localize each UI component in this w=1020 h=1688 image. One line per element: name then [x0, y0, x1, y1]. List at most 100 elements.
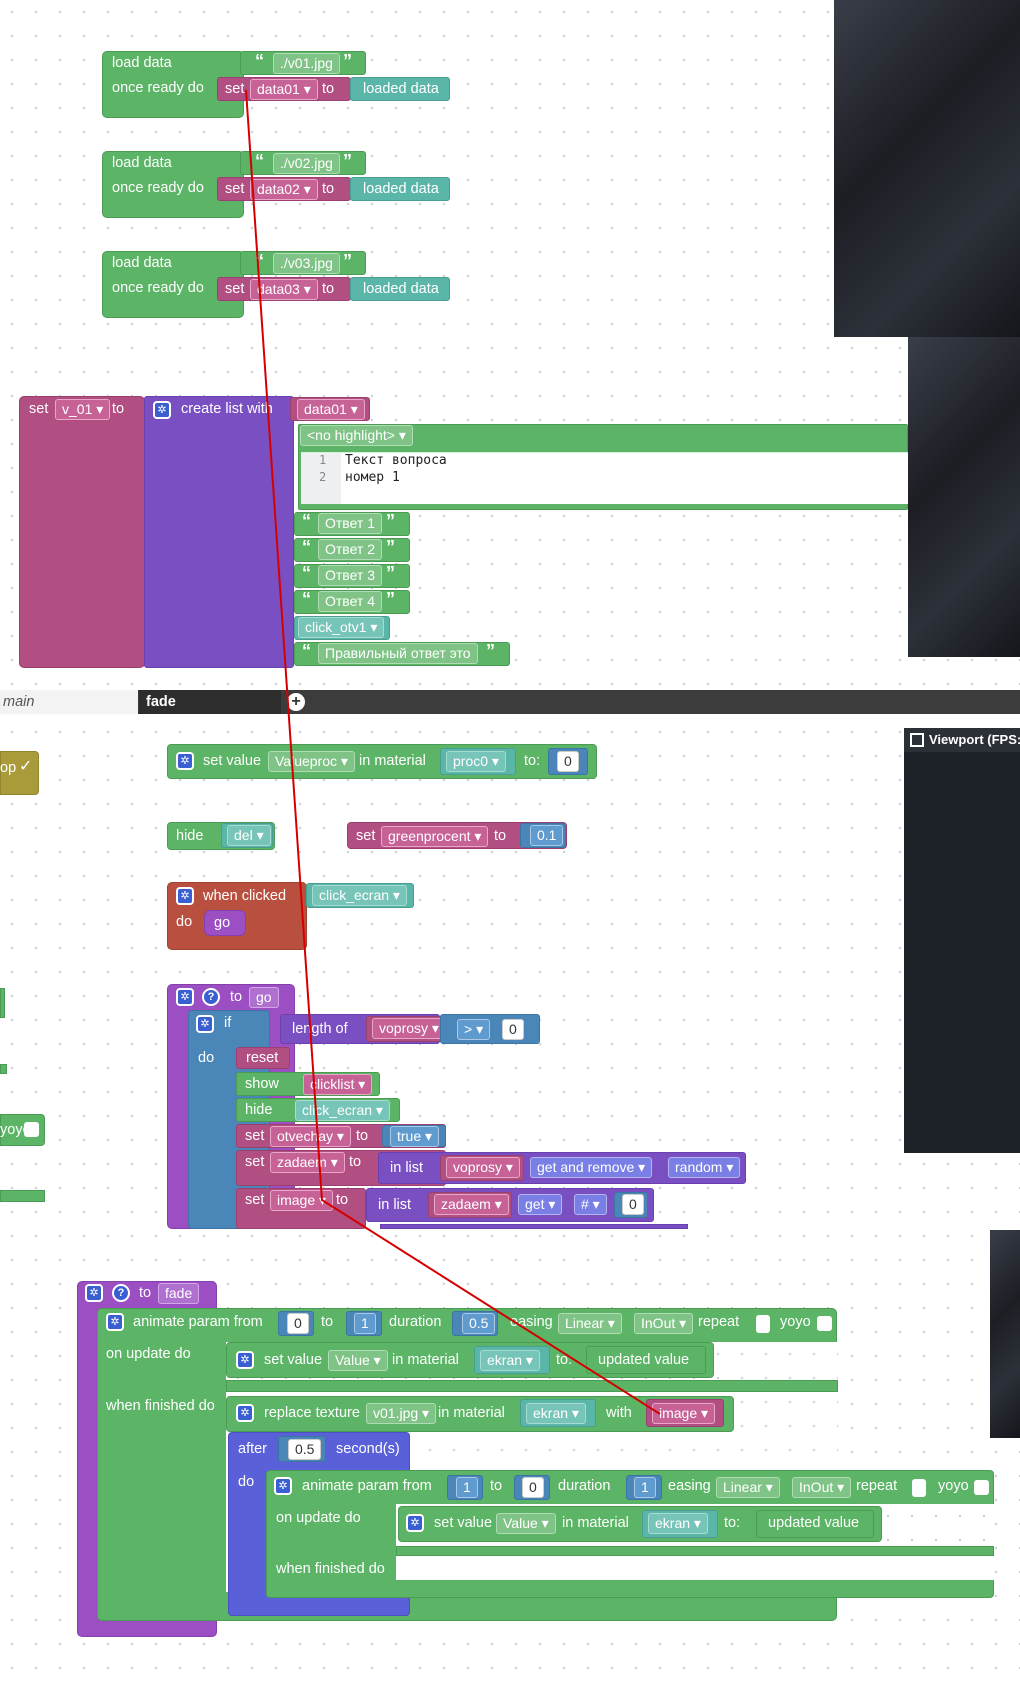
var-dropdown[interactable]: data01 ▾: [250, 79, 318, 100]
when-finished-label: when finished do: [276, 1561, 385, 1577]
code-line[interactable]: Текст вопроса: [345, 453, 447, 468]
gear-icon[interactable]: ✲: [106, 1313, 124, 1331]
image-dropdown[interactable]: image ▾: [652, 1403, 716, 1424]
gear-icon[interactable]: ✲: [176, 752, 194, 770]
ease-dropdown[interactable]: Linear ▾: [558, 1313, 622, 1334]
yoyo-checkbox[interactable]: [24, 1122, 39, 1137]
var-dropdown[interactable]: image ▾: [270, 1190, 334, 1211]
on-update-label: on update do: [106, 1346, 191, 1362]
var-dropdown[interactable]: otvechay ▾: [270, 1126, 351, 1147]
edge-yoyo: yoyo: [0, 1122, 31, 1138]
gear-icon[interactable]: ✲: [406, 1514, 424, 1532]
del-dropdown[interactable]: del ▾: [227, 825, 271, 846]
list-dropdown[interactable]: voprosy ▾: [446, 1157, 520, 1178]
reset-block[interactable]: [236, 1047, 290, 1069]
material-dropdown[interactable]: ekran ▾: [648, 1513, 708, 1534]
help-icon[interactable]: ?: [112, 1284, 130, 1302]
answer-field[interactable]: Ответ 4: [318, 591, 382, 612]
tab-main[interactable]: [0, 690, 138, 714]
value-field[interactable]: 0.1: [530, 825, 564, 846]
gear-icon[interactable]: ✲: [236, 1351, 254, 1369]
var-dropdown[interactable]: greenprocent ▾: [381, 826, 489, 847]
file-field[interactable]: ./v02.jpg: [273, 153, 340, 174]
from-field[interactable]: 1: [456, 1477, 478, 1498]
material-dropdown[interactable]: proc0 ▾: [446, 751, 506, 772]
answer-field[interactable]: Ответ 3: [318, 565, 382, 586]
tab-fade[interactable]: [139, 690, 281, 714]
bool-dropdown[interactable]: true ▾: [390, 1126, 440, 1147]
gear-icon[interactable]: ✲: [176, 988, 194, 1006]
yoyo-checkbox[interactable]: [974, 1480, 989, 1495]
gear-icon[interactable]: ✲: [153, 401, 171, 419]
updated-value: updated value: [768, 1515, 860, 1531]
var-dropdown[interactable]: data03 ▾: [250, 279, 318, 300]
delay-field[interactable]: 0.5: [288, 1439, 322, 1460]
to-field[interactable]: 1: [354, 1313, 376, 1334]
param-dropdown[interactable]: Value ▾: [328, 1350, 388, 1371]
set-label: set: [225, 281, 245, 297]
operator-dropdown[interactable]: > ▾: [457, 1019, 491, 1040]
clicklist-dropdown[interactable]: clicklist ▾: [303, 1074, 373, 1095]
mode-dropdown[interactable]: get and remove ▾: [530, 1157, 653, 1178]
to-field[interactable]: 0: [522, 1477, 544, 1498]
gear-icon[interactable]: ✲: [85, 1284, 103, 1302]
list-dropdown[interactable]: zadaem ▾: [434, 1194, 509, 1215]
click-ecran-dropdown[interactable]: click_ecran ▾: [312, 885, 407, 906]
gear-icon[interactable]: ✲: [274, 1477, 292, 1495]
duration-label: duration: [389, 1314, 442, 1330]
click-ecran-dropdown[interactable]: click_ecran ▾: [295, 1100, 390, 1121]
edge-block[interactable]: [0, 751, 39, 795]
var-dropdown[interactable]: data02 ▾: [250, 179, 318, 200]
answer-field[interactable]: Ответ 2: [318, 539, 382, 560]
material-dropdown[interactable]: ekran ▾: [526, 1403, 586, 1424]
gear-icon[interactable]: ✲: [236, 1404, 254, 1422]
set-value-block[interactable]: [167, 744, 597, 779]
correct-field[interactable]: Правильный ответ это: [318, 643, 478, 664]
data01-dropdown[interactable]: data01 ▾: [297, 399, 365, 420]
add-tab-icon[interactable]: +: [287, 693, 305, 711]
file-field[interactable]: ./v01.jpg: [273, 53, 340, 74]
gear-icon[interactable]: ✲: [176, 887, 194, 905]
function-name[interactable]: go: [249, 987, 279, 1008]
index-field[interactable]: 0: [622, 1194, 644, 1215]
viewport-render-bottom: [990, 1230, 1020, 1438]
file-field[interactable]: ./v03.jpg: [273, 253, 340, 274]
set-label: set: [245, 1128, 265, 1144]
param-dropdown[interactable]: Valueproc ▾: [268, 751, 355, 772]
click-dropdown[interactable]: click_otv1 ▾: [298, 617, 385, 638]
to-label: to: [490, 1478, 503, 1494]
value-field[interactable]: 0: [557, 751, 579, 772]
duration-field[interactable]: 1: [634, 1477, 656, 1498]
help-icon[interactable]: ?: [202, 988, 220, 1006]
to-label: to: [494, 828, 507, 844]
var-dropdown[interactable]: zadaem ▾: [270, 1152, 345, 1173]
from-field[interactable]: 0: [287, 1313, 309, 1334]
answer-field[interactable]: Ответ 1: [318, 513, 382, 534]
check-icon: ✓: [19, 758, 33, 775]
reset-label: reset: [246, 1050, 279, 1066]
ease-dropdown[interactable]: Linear ▾: [716, 1477, 780, 1498]
repeat-input[interactable]: [756, 1315, 770, 1333]
material-dropdown[interactable]: ekran ▾: [480, 1350, 540, 1371]
repeat-input[interactable]: [912, 1479, 926, 1497]
param-dropdown[interactable]: Value ▾: [496, 1513, 556, 1534]
inout-dropdown[interactable]: InOut ▾: [634, 1313, 694, 1334]
call-go[interactable]: [204, 910, 246, 936]
yoyo-checkbox[interactable]: [817, 1316, 832, 1331]
code-line[interactable]: номер 1: [345, 470, 400, 485]
do-label: do: [198, 1050, 215, 1066]
inout-dropdown[interactable]: InOut ▾: [792, 1477, 852, 1498]
duration-field[interactable]: 0.5: [462, 1313, 496, 1334]
hash-dropdown[interactable]: # ▾: [574, 1194, 607, 1215]
function-name[interactable]: fade: [158, 1283, 200, 1304]
var-dropdown[interactable]: v_01 ▾: [55, 399, 111, 420]
list-dropdown[interactable]: voprosy ▾: [372, 1018, 446, 1039]
line-number: 1: [319, 453, 327, 467]
value-field[interactable]: 0: [502, 1019, 524, 1040]
highlight-dropdown[interactable]: <no highlight> ▾: [300, 425, 413, 446]
where-dropdown[interactable]: random ▾: [668, 1157, 741, 1178]
texture-dropdown[interactable]: v01.jpg ▾: [366, 1403, 437, 1424]
pause-icon[interactable]: [910, 733, 924, 747]
get-dropdown[interactable]: get ▾: [518, 1194, 563, 1215]
gear-icon[interactable]: ✲: [196, 1015, 214, 1033]
